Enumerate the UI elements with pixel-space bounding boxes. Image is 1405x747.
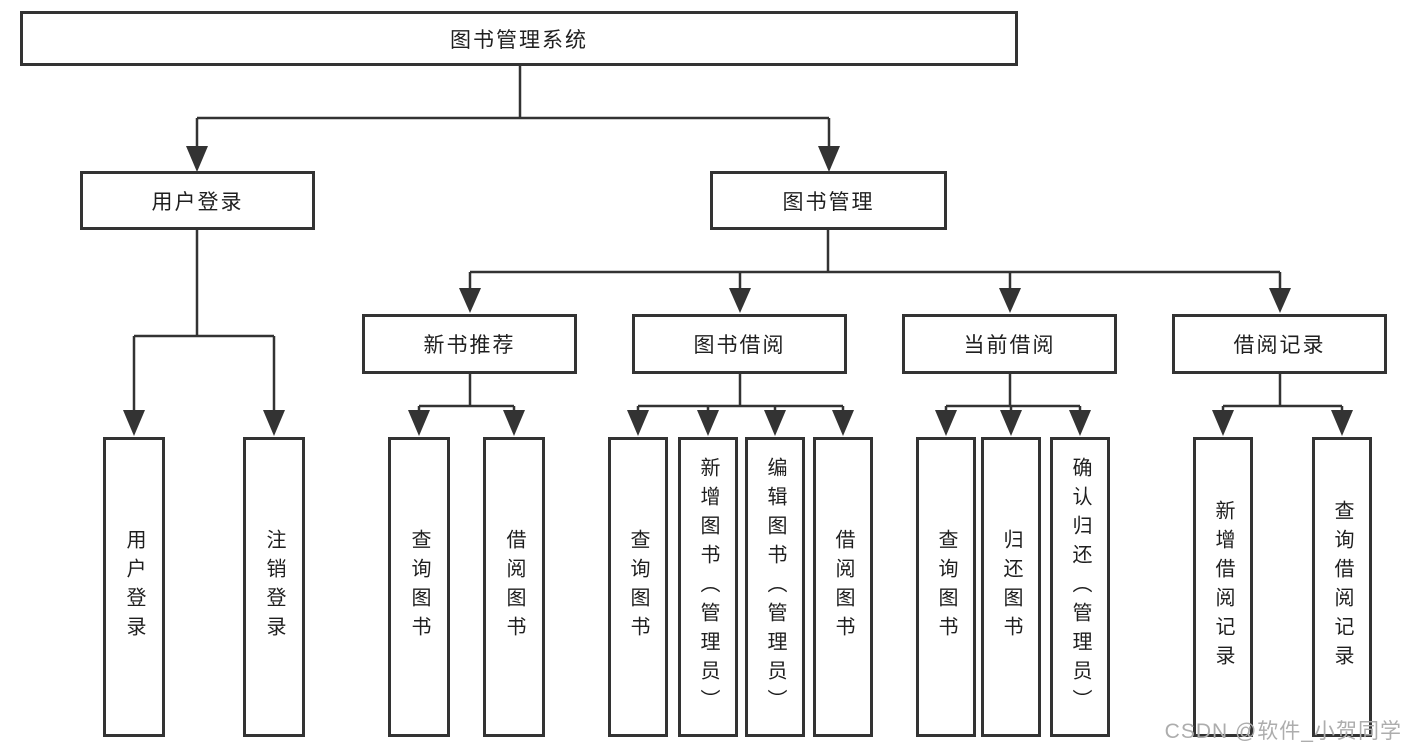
leaf-borrow-edit-books-admin: 编辑图书（管理员） xyxy=(745,437,805,737)
leaf-logout-label: 注销登录 xyxy=(263,529,285,645)
leaf-records-query-record: 查询借阅记录 xyxy=(1312,437,1372,737)
leaf-borrow-edit-books-admin-label: 编辑图书（管理员） xyxy=(764,456,786,718)
leaf-borrow-query-books-label: 查询图书 xyxy=(627,529,649,645)
leaf-borrow-query-books: 查询图书 xyxy=(608,437,668,737)
leaf-logout: 注销登录 xyxy=(243,437,305,737)
leaf-recommend-query-books-label: 查询图书 xyxy=(408,529,430,645)
node-user-login-label: 用户登录 xyxy=(151,190,244,214)
leaf-records-add-record: 新增借阅记录 xyxy=(1193,437,1253,737)
node-current-borrow-label: 当前借阅 xyxy=(963,334,1056,357)
node-new-book-recommend-label: 新书推荐 xyxy=(423,334,516,357)
node-root-label: 图书管理系统 xyxy=(450,28,588,52)
leaf-borrow-borrow-books-label: 借阅图书 xyxy=(832,529,854,645)
csdn-watermark: CSDN @软件_小贺同学 xyxy=(1164,720,1402,743)
leaf-recommend-borrow-books: 借阅图书 xyxy=(483,437,545,737)
node-borrow-records-label: 借阅记录 xyxy=(1233,334,1326,357)
leaf-recommend-borrow-books-label: 借阅图书 xyxy=(503,529,525,645)
node-root-system: 图书管理系统 xyxy=(20,11,1018,66)
node-user-login: 用户登录 xyxy=(80,171,315,230)
leaf-user-login: 用户登录 xyxy=(103,437,165,737)
leaf-borrow-add-books-admin: 新增图书（管理员） xyxy=(678,437,738,737)
node-book-borrow: 图书借阅 xyxy=(632,314,847,374)
node-book-borrow-label: 图书借阅 xyxy=(693,334,786,357)
leaf-current-return-books-label: 归还图书 xyxy=(1000,529,1022,645)
node-current-borrow: 当前借阅 xyxy=(902,314,1117,374)
leaf-current-confirm-return-admin: 确认归还（管理员） xyxy=(1050,437,1110,737)
leaf-recommend-query-books: 查询图书 xyxy=(388,437,450,737)
leaf-user-login-label: 用户登录 xyxy=(123,529,145,645)
node-borrow-records: 借阅记录 xyxy=(1172,314,1387,374)
leaf-records-query-record-label: 查询借阅记录 xyxy=(1331,500,1353,674)
leaf-borrow-add-books-admin-label: 新增图书（管理员） xyxy=(697,456,719,718)
node-book-management-label: 图书管理 xyxy=(782,190,875,214)
leaf-borrow-borrow-books: 借阅图书 xyxy=(813,437,873,737)
leaf-current-query-books: 查询图书 xyxy=(916,437,976,737)
leaf-current-confirm-return-admin-label: 确认归还（管理员） xyxy=(1069,456,1091,718)
leaf-current-return-books: 归还图书 xyxy=(981,437,1041,737)
node-book-management: 图书管理 xyxy=(710,171,947,230)
node-new-book-recommend: 新书推荐 xyxy=(362,314,577,374)
leaf-records-add-record-label: 新增借阅记录 xyxy=(1212,500,1234,674)
arrowheads xyxy=(123,146,1353,436)
leaf-current-query-books-label: 查询图书 xyxy=(935,529,957,645)
